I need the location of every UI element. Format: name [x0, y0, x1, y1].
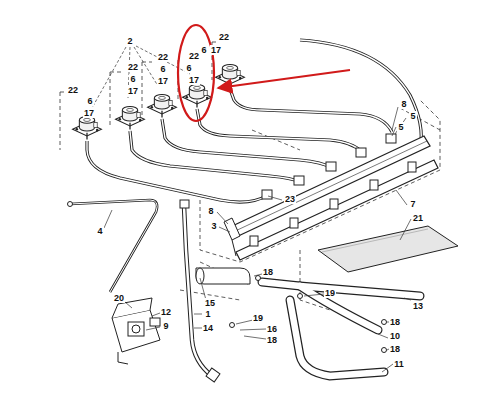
callout-number: 22 [188, 51, 200, 61]
callout-number: 17 [83, 108, 95, 118]
callout-number: 3 [210, 221, 217, 231]
gas-tube [87, 40, 421, 202]
regulator-valve [112, 298, 160, 364]
callout-number: 22 [218, 32, 230, 42]
callout-number: 19 [324, 288, 336, 298]
callout-number: 7 [409, 199, 416, 209]
callout-number: 16 [266, 324, 278, 334]
fitting [196, 268, 250, 284]
callout-number: 21 [412, 213, 424, 223]
callout-number: 17 [210, 45, 222, 55]
screw [230, 276, 387, 353]
callout-number: 13 [412, 301, 424, 311]
gas-tube [87, 40, 421, 202]
burner [73, 65, 245, 140]
leader-line [125, 302, 160, 330]
callout-number: 11 [393, 359, 405, 369]
callout-number: 8 [207, 206, 214, 216]
gas-tube [70, 200, 157, 292]
callout-number: 1 [204, 309, 211, 319]
callout-number: 15 [204, 298, 216, 308]
callout-number: 17 [127, 86, 139, 96]
heat-shield-panel [318, 226, 458, 272]
callout-number: 18 [266, 335, 278, 345]
callout-number: 18 [389, 344, 401, 354]
callout-number: 6 [86, 96, 93, 106]
callout-number: 6 [129, 74, 136, 84]
callout-number: 5 [397, 122, 404, 132]
callout-number: 18 [262, 267, 274, 277]
callout-number: 22 [157, 52, 169, 62]
callout-number: 20 [113, 293, 125, 303]
callout-number: 22 [67, 85, 79, 95]
highlight-arrow [218, 70, 350, 88]
callout-number: 2 [126, 36, 133, 46]
callout-number: 19 [252, 313, 264, 323]
gas-tube [70, 200, 157, 292]
supply-pipe [184, 206, 212, 376]
callout-number: 10 [389, 331, 401, 341]
callout-number: 22 [127, 62, 139, 72]
highlight-ellipse [178, 25, 214, 121]
callout-number: 9 [162, 321, 169, 331]
leader-line [92, 46, 190, 108]
callout-number: 17 [188, 75, 200, 85]
callout-number: 12 [160, 307, 172, 317]
callout-number: 17 [157, 76, 169, 86]
callout-number: 14 [202, 323, 214, 333]
callout-number: 23 [284, 194, 296, 204]
callout-number: 6 [159, 64, 166, 74]
group-outline [60, 42, 440, 310]
callout-number: 5 [409, 111, 416, 121]
callout-number: 6 [185, 63, 192, 73]
leader-line [104, 107, 411, 372]
callout-number: 6 [200, 45, 207, 55]
callout-number: 18 [389, 317, 401, 327]
callout-number: 8 [400, 99, 407, 109]
callout-number: 4 [96, 226, 103, 236]
burner-tube [262, 282, 420, 376]
